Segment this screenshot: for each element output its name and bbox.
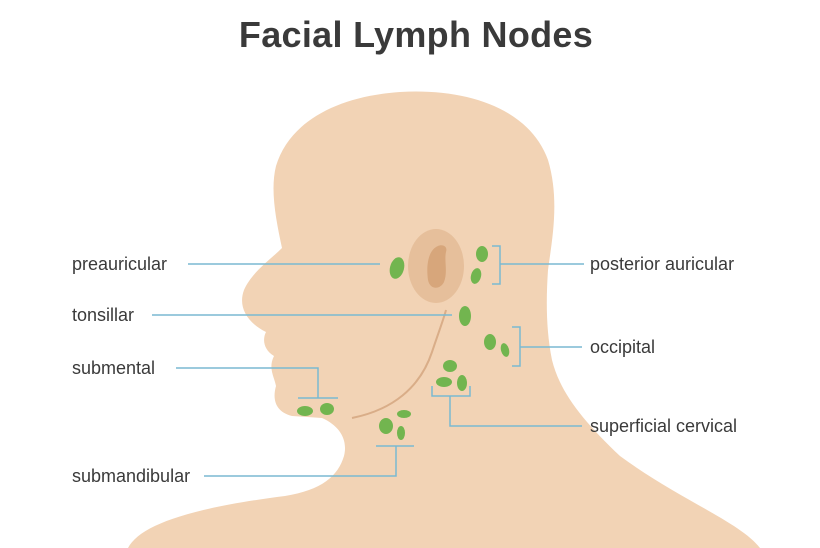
submental-node [297, 406, 313, 416]
posterior-auricular-leader [492, 245, 584, 285]
preauricular-node [389, 257, 405, 279]
label-occipital: occipital [590, 337, 656, 357]
label-posterior-auricular: posterior auricular [590, 254, 735, 274]
ear-inner [427, 245, 447, 288]
submandibular-leader [204, 445, 414, 477]
submental-node [320, 403, 334, 415]
superficial-cervical-node [436, 377, 452, 387]
posterior-auricular-node [476, 246, 488, 262]
label-tonsillar: tonsillar [72, 305, 135, 325]
label-submental: submental [72, 358, 156, 378]
occipital-node [484, 334, 496, 350]
label-submandibular: submandibular [72, 466, 191, 486]
submandibular-node [379, 418, 393, 434]
posterior-auricular-node [470, 268, 482, 284]
label-superficial-cervical: superficial cervical [590, 416, 738, 436]
superficial-cervical-leader [431, 386, 582, 427]
occipital-node [500, 343, 510, 357]
page-title: Facial Lymph Nodes [238, 14, 594, 55]
superficial-cervical-node [443, 360, 457, 372]
superficial-cervical-node [457, 375, 467, 391]
submandibular-node [397, 410, 411, 418]
submandibular-node [397, 426, 405, 440]
occipital-leader [512, 326, 582, 367]
submental-leader [176, 367, 338, 399]
jaw-contour [351, 309, 447, 419]
tonsillar-node [459, 306, 471, 326]
label-preauricular: preauricular [72, 254, 168, 274]
